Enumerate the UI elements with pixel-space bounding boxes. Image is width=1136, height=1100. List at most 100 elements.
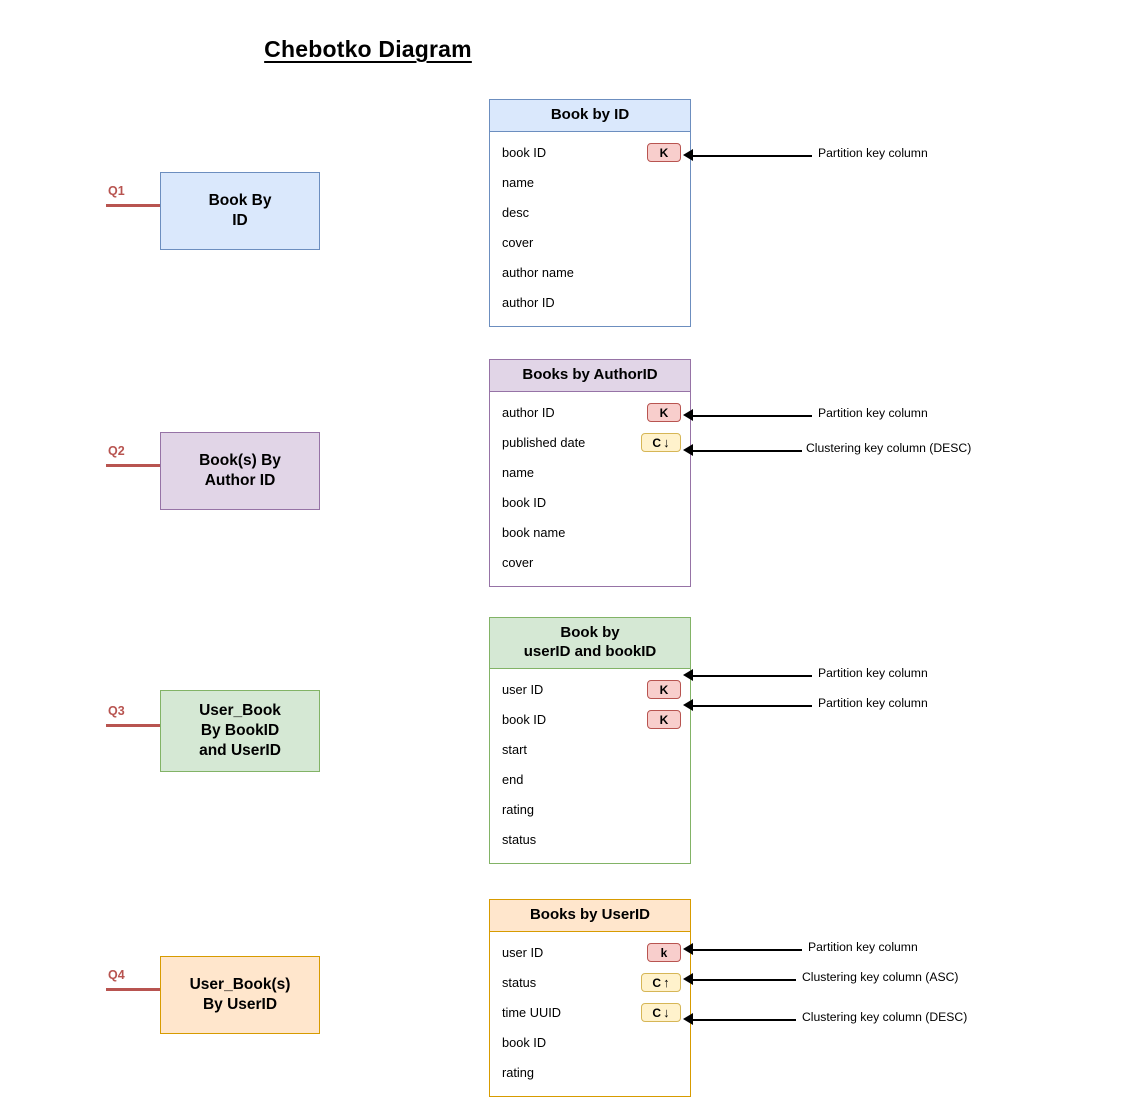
table-row: user ID K — [490, 675, 690, 705]
clustering-key-badge: C↓ — [641, 433, 681, 453]
column-name: name — [502, 465, 535, 481]
column-name: status — [502, 832, 537, 847]
arrow-left-icon — [683, 1012, 693, 1025]
table-row: book ID — [490, 1028, 690, 1058]
query-label-q2: Q2 — [108, 444, 125, 458]
partition-key-badge: K — [647, 403, 681, 423]
table-row: book ID K — [490, 138, 690, 168]
badge-letter: k — [660, 945, 668, 960]
query-arrow-q1 — [106, 197, 177, 214]
table-row: cover — [490, 228, 690, 258]
query-box-q4[interactable]: User_Book(s) By UserID — [160, 956, 320, 1034]
table-row: start — [490, 735, 690, 765]
annotation-label: Partition key column — [818, 146, 928, 160]
annotation-label: Clustering key column (ASC) — [802, 970, 959, 984]
column-name: start — [502, 742, 527, 757]
column-name: author name — [502, 265, 574, 281]
table-row: name — [490, 168, 690, 198]
table-row: book ID K — [490, 705, 690, 735]
annotation-leader-line — [692, 675, 812, 677]
table-title: Book by userID and bookID — [489, 617, 691, 669]
annotation-label: Partition key column — [818, 696, 928, 710]
arrow-left-icon — [683, 698, 693, 711]
column-name: book ID — [502, 145, 547, 161]
column-name: user ID — [502, 945, 544, 961]
column-name: published date — [502, 435, 586, 451]
annotation-label: Partition key column — [808, 940, 918, 954]
arrow-down-icon: ↓ — [663, 434, 670, 450]
column-name: status — [502, 975, 537, 991]
arrow-left-icon — [683, 668, 693, 681]
column-name: book name — [502, 525, 566, 541]
arrow-left-icon — [683, 148, 693, 161]
column-name: name — [502, 175, 535, 191]
column-name: book ID — [502, 495, 547, 511]
table-row: name — [490, 458, 690, 488]
partition-key-badge: K — [647, 710, 681, 729]
column-name: user ID — [502, 682, 544, 697]
column-name: desc — [502, 205, 530, 221]
table-row: book name — [490, 518, 690, 548]
column-name: end — [502, 772, 524, 787]
table-row: author ID K — [490, 398, 690, 428]
annotation-label: Clustering key column (DESC) — [806, 441, 972, 455]
column-name: time UUID — [502, 1005, 562, 1021]
arrow-left-icon — [683, 972, 693, 985]
table-row: rating — [490, 795, 690, 825]
query-box-q1[interactable]: Book By ID — [160, 172, 320, 250]
badge-letter: C — [652, 975, 662, 990]
table-row: status — [490, 825, 690, 855]
clustering-key-badge: C↓ — [641, 1003, 681, 1023]
column-name: author ID — [502, 295, 555, 311]
table-row: published date C↓ — [490, 428, 690, 458]
page-title: Chebotko Diagram — [264, 36, 472, 62]
annotation-label: Clustering key column (DESC) — [802, 1010, 968, 1024]
table-row: time UUID C↓ — [490, 998, 690, 1028]
partition-key-badge: K — [647, 143, 681, 163]
column-name: author ID — [502, 405, 555, 421]
partition-key-badge: k — [647, 943, 681, 963]
table-title: Books by UserID — [489, 899, 691, 932]
arrow-up-icon: ↑ — [663, 974, 670, 990]
query-label-q3: Q3 — [108, 704, 125, 718]
annotation-leader-line — [692, 155, 812, 157]
column-name: book ID — [502, 712, 547, 727]
arrow-left-icon — [683, 443, 693, 456]
query-box-q3[interactable]: User_Book By BookID and UserID — [160, 690, 320, 772]
table-row: desc — [490, 198, 690, 228]
annotation-leader-line — [692, 415, 812, 417]
badge-letter: K — [659, 145, 669, 160]
table-row: status C↑ — [490, 968, 690, 998]
partition-key-badge: K — [647, 680, 681, 699]
table-row: author ID — [490, 288, 690, 318]
table-row: user ID k — [490, 938, 690, 968]
badge-letter: C — [652, 1005, 662, 1020]
annotation-leader-line — [692, 1019, 796, 1021]
query-box-q2[interactable]: Book(s) By Author ID — [160, 432, 320, 510]
table-row: end — [490, 765, 690, 795]
column-name: rating — [502, 802, 535, 817]
badge-letter: K — [659, 405, 669, 420]
arrow-left-icon — [683, 408, 693, 421]
query-arrow-q3 — [106, 717, 177, 734]
arrow-down-icon: ↓ — [663, 1004, 670, 1020]
table-title: Books by AuthorID — [489, 359, 691, 392]
table-row: cover — [490, 548, 690, 578]
query-label-q4: Q4 — [108, 968, 125, 982]
query-arrow-q2 — [106, 457, 177, 474]
annotation-label: Partition key column — [818, 666, 928, 680]
table-row: rating — [490, 1058, 690, 1088]
column-name: cover — [502, 555, 534, 571]
badge-letter: K — [659, 682, 669, 697]
arrow-left-icon — [683, 942, 693, 955]
column-name: cover — [502, 235, 534, 251]
table-row: book ID — [490, 488, 690, 518]
annotation-leader-line — [692, 450, 802, 452]
